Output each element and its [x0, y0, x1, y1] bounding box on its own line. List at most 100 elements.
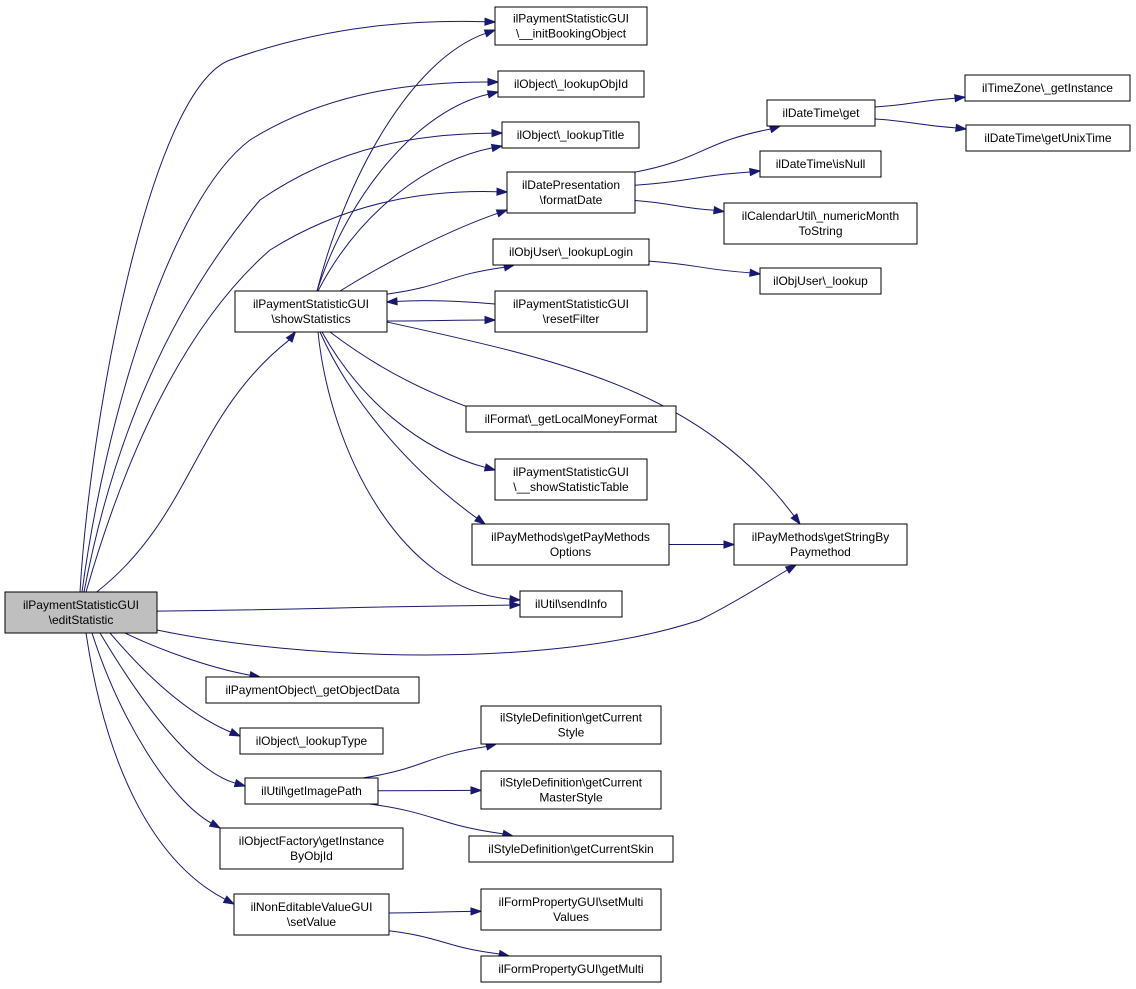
- node-label-getStringByPaymethod-line-2: Paymethod: [790, 545, 851, 559]
- edge-line-formatDate-to-numericMonth: [634, 199, 715, 211]
- node-box-lookupType[interactable]: [239, 727, 384, 755]
- node-resetFilter[interactable]: ilPaymentStatisticGUI\resetFilter: [494, 290, 648, 333]
- node-editStatistic[interactable]: ilPaymentStatisticGUI\editStatistic: [4, 591, 158, 634]
- edge-arrowhead-showStatistics-to-lookupObjId: [486, 90, 500, 99]
- node-getCurrentSkin[interactable]: ilStyleDefinition\getCurrentSkin: [468, 835, 674, 863]
- node-box-getUnixTime[interactable]: [965, 124, 1131, 152]
- node-showStatisticTable[interactable]: ilPaymentStatisticGUI\__showStatisticTab…: [494, 458, 648, 501]
- node-box-lookupObjId[interactable]: [497, 70, 645, 98]
- node-box-numericMonth[interactable]: [723, 202, 918, 245]
- node-box-showStatistics[interactable]: [234, 290, 388, 333]
- node-dtGet[interactable]: ilDateTime\get: [766, 99, 876, 127]
- edge-showStatistics-to-initBookingObject: [316, 29, 497, 292]
- node-box-sendInfo[interactable]: [519, 590, 623, 618]
- node-box-getObjectData[interactable]: [205, 676, 420, 704]
- edge-line-editStatistic-to-getStringByPaymethod: [156, 569, 788, 656]
- node-box-userLookup[interactable]: [759, 267, 882, 295]
- edge-editStatistic-to-getImagePath: [99, 632, 247, 788]
- node-box-lookupTitle[interactable]: [501, 121, 640, 149]
- node-box-lookupLogin[interactable]: [492, 238, 650, 266]
- node-formatDate[interactable]: ilDatePresentation\formatDate: [506, 171, 636, 214]
- node-label-initBookingObject-line-2: \__initBookingObject: [516, 27, 627, 41]
- node-lookupLogin[interactable]: ilObjUser\_lookupLogin: [492, 238, 650, 266]
- node-getUnixTime[interactable]: ilDateTime\getUnixTime: [965, 124, 1131, 152]
- node-label-getInstanceByObjId-line-1: ilObjectFactory\getInstance: [239, 834, 385, 848]
- node-box-getImagePath[interactable]: [244, 777, 379, 805]
- edge-line-showStatistics-to-getStringByPaymethod: [386, 321, 795, 517]
- node-box-showStatisticTable[interactable]: [494, 458, 648, 501]
- node-getLocalMoneyFormat[interactable]: ilFormat\_getLocalMoneyFormat: [465, 405, 677, 433]
- node-box-resetFilter[interactable]: [494, 290, 648, 333]
- node-label-showStatistics-line-1: ilPaymentStatisticGUI: [253, 297, 369, 311]
- edge-line-editStatistic-to-sendInfo: [156, 604, 511, 612]
- node-getMulti[interactable]: ilFormPropertyGUI\getMulti: [480, 955, 662, 983]
- node-label-getCurrentMasterStyle-line-1: ilStyleDefinition\getCurrent: [500, 776, 643, 790]
- node-label-getStringByPaymethod-line-1: ilPayMethods\getStringBy: [752, 530, 889, 544]
- node-lookupObjId[interactable]: ilObject\_lookupObjId: [497, 70, 645, 98]
- node-label-lookupTitle-line-1: ilObject\_lookupTitle: [517, 128, 625, 142]
- node-userLookup[interactable]: ilObjUser\_lookup: [759, 267, 882, 295]
- edge-dtGet-to-getUnixTime: [874, 118, 968, 132]
- edge-arrowhead-setValue-to-setMultiValues: [470, 907, 483, 916]
- edge-formatDate-to-dtGet: [634, 125, 782, 173]
- node-setValue[interactable]: ilNonEditableValueGUI\setValue: [233, 893, 390, 936]
- edge-arrowhead-editStatistic-to-getImagePath: [233, 779, 247, 788]
- node-box-getCurrentMasterStyle[interactable]: [480, 770, 662, 810]
- node-box-setValue[interactable]: [233, 893, 390, 936]
- node-tzGetInstance[interactable]: ilTimeZone\_getInstance: [964, 74, 1131, 102]
- node-label-editStatistic-line-1: ilPaymentStatisticGUI: [23, 598, 139, 612]
- edge-arrowhead-editStatistic-to-getInstanceByObjId: [208, 819, 222, 829]
- node-label-tzGetInstance-line-1: ilTimeZone\_getInstance: [982, 81, 1113, 95]
- node-label-setMultiValues-line-1: ilFormPropertyGUI\setMulti: [499, 895, 644, 909]
- node-box-getCurrentSkin[interactable]: [468, 835, 674, 863]
- node-getObjectData[interactable]: ilPaymentObject\_getObjectData: [205, 676, 420, 704]
- node-label-isNull-line-1: ilDateTime\isNull: [776, 157, 866, 171]
- edge-showStatistics-to-sendInfo: [317, 331, 522, 604]
- node-box-getLocalMoneyFormat[interactable]: [465, 405, 677, 433]
- node-box-editStatistic[interactable]: [4, 591, 158, 634]
- node-showStatistics[interactable]: ilPaymentStatisticGUI\showStatistics: [234, 290, 388, 333]
- node-box-tzGetInstance[interactable]: [964, 74, 1131, 102]
- node-box-initBookingObject[interactable]: [494, 6, 648, 46]
- node-box-getInstanceByObjId[interactable]: [219, 827, 404, 870]
- edge-line-dtGet-to-getUnixTime: [874, 118, 957, 129]
- node-box-getMulti[interactable]: [480, 955, 662, 983]
- node-box-dtGet[interactable]: [766, 99, 876, 127]
- node-label-editStatistic-line-2: \editStatistic: [49, 613, 114, 627]
- node-isNull[interactable]: ilDateTime\isNull: [759, 150, 882, 178]
- node-box-getCurrentStyle[interactable]: [480, 705, 662, 745]
- node-box-formatDate[interactable]: [506, 171, 636, 214]
- node-box-getPayMethodsOptions[interactable]: [471, 523, 670, 566]
- edge-arrowhead-lookupLogin-to-userLookup: [749, 268, 762, 277]
- edge-arrowhead-editStatistic-to-initBookingObject: [484, 17, 497, 26]
- node-box-setMultiValues[interactable]: [480, 888, 662, 931]
- edge-formatDate-to-numericMonth: [634, 199, 726, 215]
- edge-arrowhead-showStatistics-to-showStatisticTable: [483, 463, 497, 472]
- node-sendInfo[interactable]: ilUtil\sendInfo: [519, 590, 623, 618]
- node-lookupTitle[interactable]: ilObject\_lookupTitle: [501, 121, 640, 149]
- node-label-getInstanceByObjId-line-2: ByObjId: [290, 849, 333, 863]
- edge-arrowhead-getImagePath-to-getCurrentMasterStyle: [470, 786, 483, 795]
- node-box-getStringByPaymethod[interactable]: [733, 523, 908, 566]
- node-lookupType[interactable]: ilObject\_lookupType: [239, 727, 384, 755]
- edge-getImagePath-to-getCurrentMasterStyle: [377, 786, 483, 795]
- edge-arrowhead-showStatistics-to-formatDate: [495, 209, 509, 218]
- node-initBookingObject[interactable]: ilPaymentStatisticGUI\__initBookingObjec…: [494, 6, 648, 46]
- edge-showStatistics-to-lookupLogin: [386, 263, 516, 295]
- edge-line-editStatistic-to-setValue: [85, 632, 226, 900]
- node-label-userLookup-line-1: ilObjUser\_lookup: [773, 274, 868, 288]
- edge-formatDate-to-isNull: [634, 167, 762, 186]
- node-getImagePath[interactable]: ilUtil\getImagePath: [244, 777, 379, 805]
- node-label-sendInfo-line-1: ilUtil\sendInfo: [535, 597, 607, 611]
- node-box-isNull[interactable]: [759, 150, 882, 178]
- edge-editStatistic-to-getInstanceByObjId: [91, 632, 222, 829]
- edge-line-getImagePath-to-getCurrentSkin: [369, 803, 504, 835]
- edge-line-showStatistics-to-lookupTitle: [317, 147, 493, 292]
